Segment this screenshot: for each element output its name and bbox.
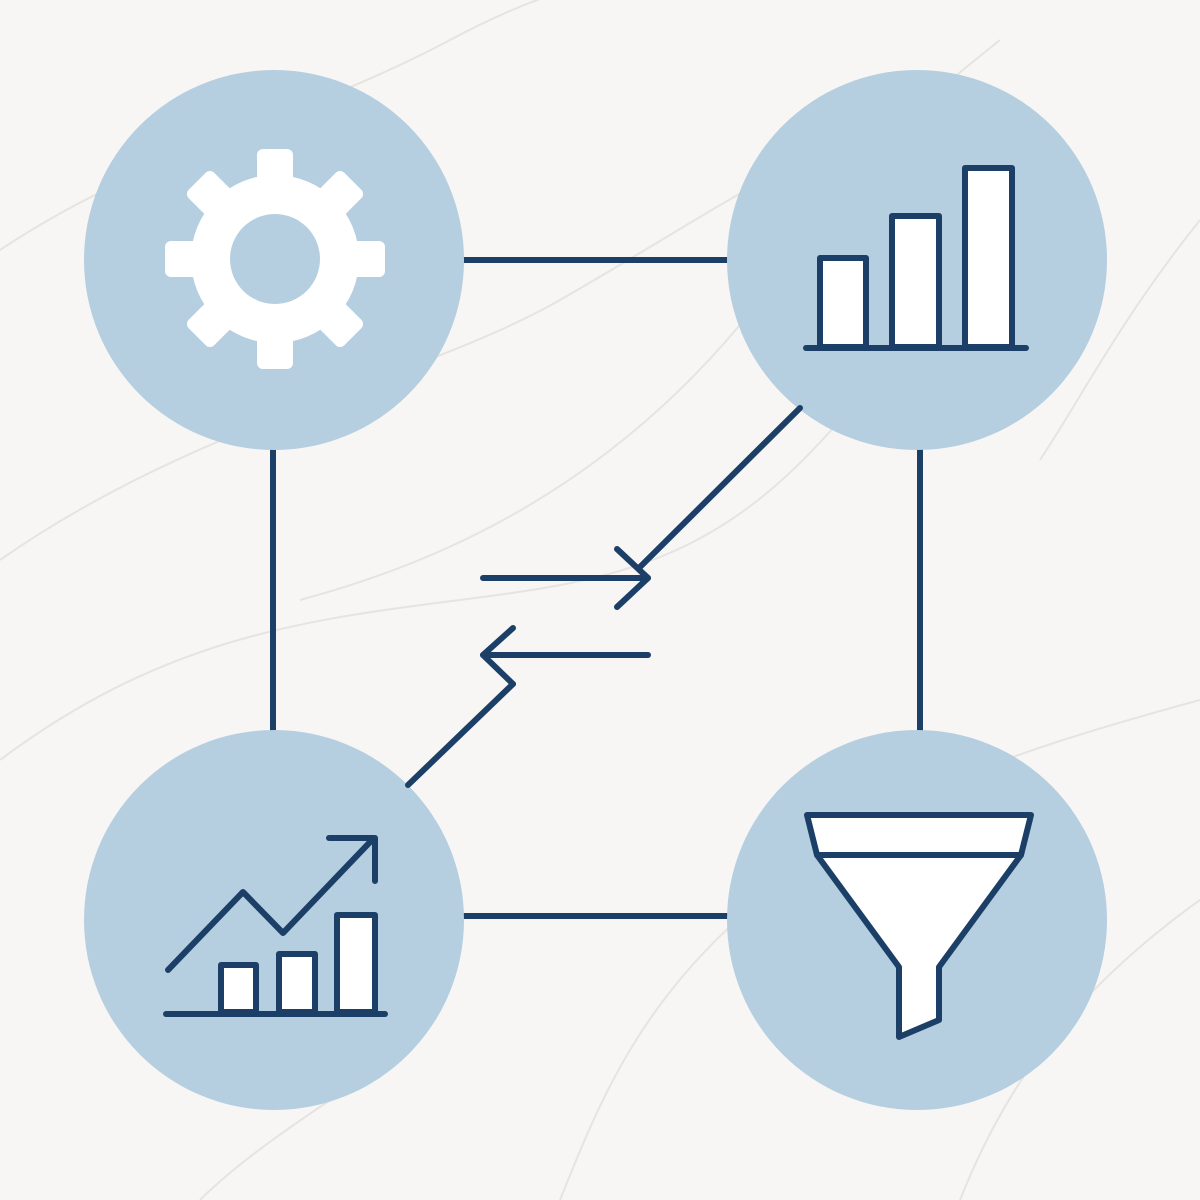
funnel-icon <box>804 812 1034 1040</box>
bar-chart-bar <box>817 255 869 350</box>
connector-lines <box>270 257 923 919</box>
growth-arrow-head <box>326 835 378 884</box>
exchange-arrow-left-head <box>480 625 516 687</box>
funnel-body <box>814 852 1024 1040</box>
gear-hole <box>230 214 320 304</box>
background-wave <box>0 419 841 761</box>
exchange-arrow-right-head <box>614 546 651 610</box>
growth-bar <box>276 951 318 1015</box>
bar-chart-icon <box>803 165 1029 351</box>
growth-bar <box>218 962 259 1015</box>
funnel-rim <box>804 812 1034 858</box>
bar-chart-bar <box>889 213 942 350</box>
gear-icon <box>165 149 385 369</box>
bar-chart-bar <box>962 165 1015 350</box>
exchange-arrows-icon <box>405 405 803 788</box>
growth-trend-line <box>165 837 375 973</box>
flow-arrow-center-to-growth <box>405 681 516 788</box>
flow-arrow-analytics-to-center <box>637 405 803 570</box>
growth-chart-icon <box>163 835 388 1017</box>
background-wave <box>1039 219 1200 461</box>
growth-bar <box>334 912 378 1015</box>
